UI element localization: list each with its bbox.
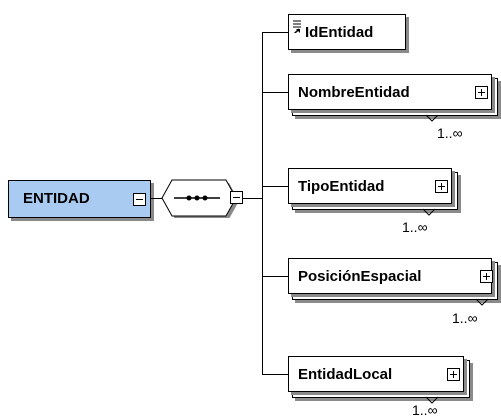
repeat-indicator-icon [425,114,439,122]
child-label: IdEntidad [305,24,374,41]
expand-icon[interactable] [435,180,448,193]
multiplicity-label: 1..∞ [452,310,478,326]
expand-icon[interactable] [480,270,493,283]
branch-tipoEntidad [262,186,290,187]
attribute-reference-icon [293,20,301,33]
multiplicity-label: 1..∞ [437,125,463,141]
branch-posicionEspacial [262,276,290,277]
child-label: TipoEntidad [298,178,385,195]
repeat-indicator-icon [422,208,436,216]
children-trunk [262,32,263,374]
child-element-entidadLocal[interactable]: EntidadLocal [288,356,464,392]
child-element-idEntidad[interactable]: IdEntidad [288,14,406,50]
sequence-collapse-icon[interactable] [230,191,243,204]
child-label: NombreEntidad [298,84,410,101]
root-element-label: ENTIDAD [23,190,90,207]
multiplicity-label: 1..∞ [412,402,438,418]
branch-entidadLocal [262,374,290,375]
child-label: PosiciónEspacial [298,268,422,285]
branch-nombreEntidad [262,92,290,93]
child-label: EntidadLocal [298,366,393,383]
multiplicity-label: 1..∞ [402,219,428,235]
connector-sequence-trunk [243,198,263,199]
child-element-tipoEntidad[interactable]: TipoEntidad [288,168,452,204]
child-element-posicionEspacial[interactable]: PosiciónEspacial [288,258,493,294]
connector-root-sequence [150,198,164,199]
expand-icon[interactable] [475,86,488,99]
repeat-indicator-icon [475,298,489,306]
repeat-indicator-icon [425,396,439,404]
sequence-compositor[interactable]: ••• [160,178,250,218]
expand-icon[interactable] [447,368,460,381]
root-element-entidad[interactable]: ENTIDAD [8,180,151,218]
branch-idEntidad [262,32,290,33]
child-element-nombreEntidad[interactable]: NombreEntidad [288,74,492,110]
root-collapse-icon[interactable] [133,193,146,206]
